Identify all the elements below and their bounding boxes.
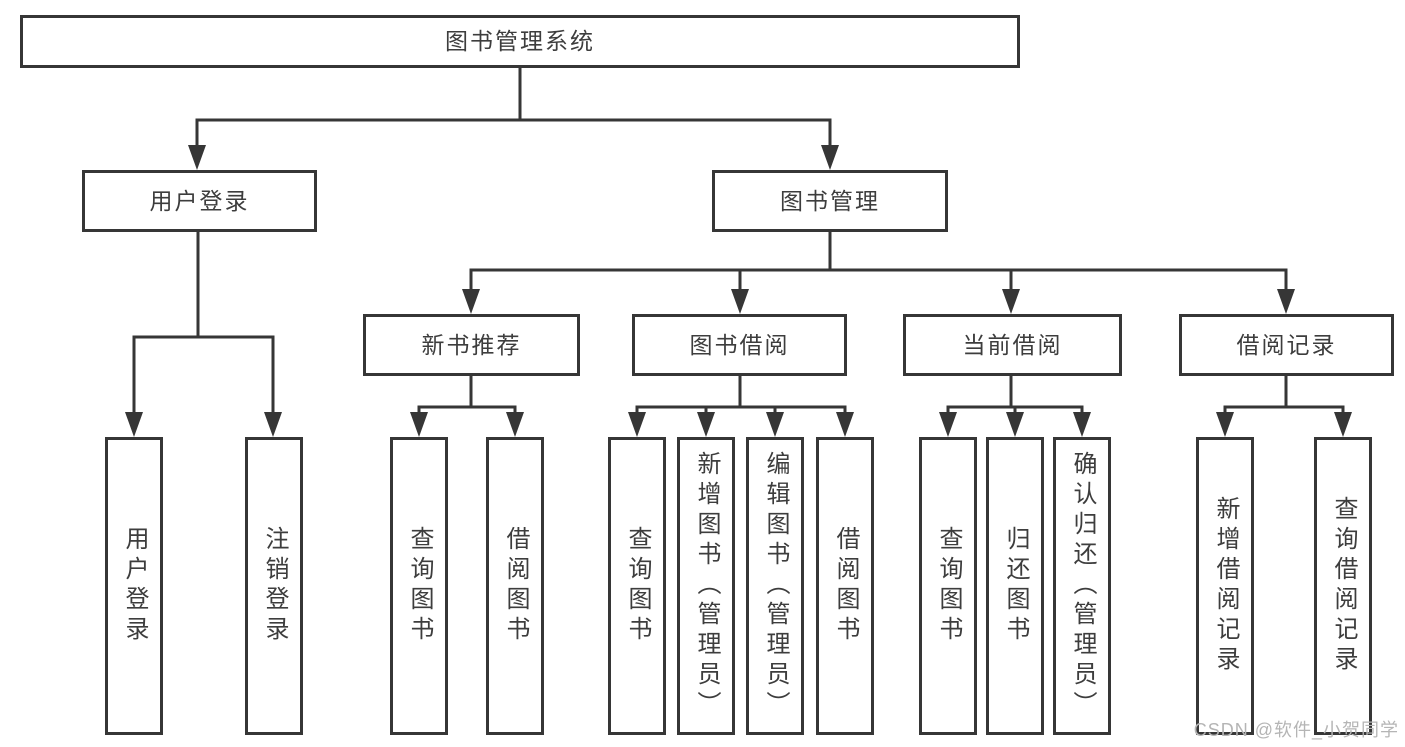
arrow-heads — [125, 145, 1352, 437]
node-borrowing-records: 借阅记录 — [1179, 314, 1394, 376]
leaf-records-query-record: 查询借阅记录 — [1314, 437, 1372, 735]
leaf-borrowing-edit-books-admin: 编辑图书（管理员） — [746, 437, 804, 735]
leaf-current-return-books: 归还图书 — [986, 437, 1044, 735]
leaf-logout: 注销登录 — [245, 437, 303, 735]
tree-edges — [132, 67, 1345, 417]
node-user-login: 用户登录 — [82, 170, 317, 232]
csdn-watermark: CSDN @软件_小贺同学 — [1193, 720, 1399, 740]
leaf-borrowing-borrow-books: 借阅图书 — [816, 437, 874, 735]
leaf-current-confirm-return-admin: 确认归还（管理员） — [1053, 437, 1111, 735]
leaf-user-login: 用户登录 — [105, 437, 163, 735]
leaf-records-add-record: 新增借阅记录 — [1196, 437, 1254, 735]
node-library-system: 图书管理系统 — [20, 15, 1020, 68]
leaf-current-query-books: 查询图书 — [919, 437, 977, 735]
node-current-borrowing: 当前借阅 — [903, 314, 1122, 376]
leaf-recommend-query-books: 查询图书 — [390, 437, 448, 735]
node-book-borrowing: 图书借阅 — [632, 314, 847, 376]
leaf-borrowing-query-books: 查询图书 — [608, 437, 666, 735]
node-new-book-recommend: 新书推荐 — [363, 314, 580, 376]
node-book-management: 图书管理 — [712, 170, 948, 232]
leaf-recommend-borrow-books: 借阅图书 — [486, 437, 544, 735]
leaf-borrowing-add-books-admin: 新增图书（管理员） — [677, 437, 735, 735]
